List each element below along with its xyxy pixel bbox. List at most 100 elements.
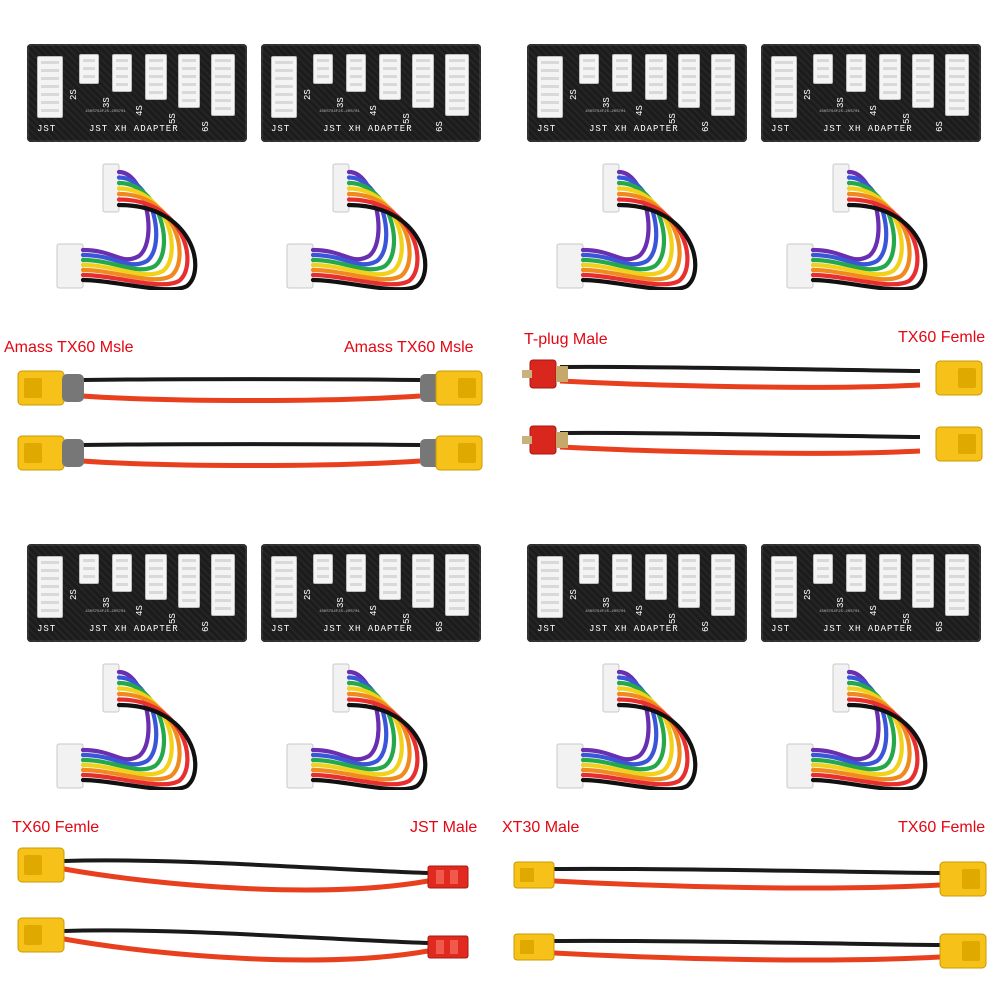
balance-plug-bottom: [56, 743, 84, 789]
cell-count-label: 5S: [668, 613, 678, 624]
balance-plug-top: [602, 663, 620, 713]
balance-socket-5s: [178, 54, 200, 108]
board-adapter-label: JST XH ADAPTER: [589, 624, 679, 634]
cell-count-label: 6S: [935, 121, 945, 132]
cell-count-label: 3S: [836, 97, 846, 108]
cell-count-label: 5S: [168, 113, 178, 124]
board-brand-label: JST: [37, 124, 57, 134]
board-texture: [761, 44, 981, 142]
balance-plug-top: [832, 663, 850, 713]
balance-plug-bottom: [56, 243, 84, 289]
xt60-male-left: [17, 370, 65, 406]
balance-socket-2s: [813, 554, 833, 584]
balance-socket-6s: [211, 554, 235, 616]
balance-socket-2s: [579, 554, 599, 584]
xt30-male: [513, 861, 555, 889]
balance-socket-3s: [612, 554, 632, 592]
t-plug-male: [522, 425, 568, 455]
wire-pair: [63, 858, 429, 893]
balance-cable: [56, 163, 198, 290]
cell-count-label: 3S: [102, 97, 112, 108]
balance-plug-top: [102, 163, 120, 213]
wire-pair: [81, 442, 421, 468]
balance-wire: [810, 202, 928, 290]
board-serial: 1S0S7S4F25-20S701: [85, 610, 126, 614]
balance-socket-4s: [645, 554, 667, 600]
balance-plug-bottom: [786, 743, 814, 789]
balance-socket-4s: [145, 54, 167, 100]
board-adapter-label: JST XH ADAPTER: [589, 124, 679, 134]
cell-count-label: 2S: [569, 89, 579, 100]
cell-count-label: 2S: [803, 589, 813, 600]
jst-socket: [771, 556, 797, 618]
cell-count-label: 3S: [836, 597, 846, 608]
balance-plug-top: [102, 663, 120, 713]
cell-count-label: 2S: [569, 589, 579, 600]
grey-boot: [62, 439, 84, 467]
left-connector-label: T-plug Male: [524, 331, 608, 348]
balance-socket-6s: [945, 54, 969, 116]
cell-count-label: 3S: [602, 97, 612, 108]
balance-socket-2s: [79, 554, 99, 584]
balance-plug-top: [332, 163, 350, 213]
cell-count-label: 4S: [869, 605, 879, 616]
balance-plug-bottom: [286, 243, 314, 289]
wire-pair: [559, 364, 921, 390]
jst-socket: [271, 556, 297, 618]
xt60-female: [935, 426, 983, 462]
balance-cable: [286, 163, 428, 290]
balance-wire: [310, 202, 428, 290]
cell-count-label: 3S: [102, 597, 112, 608]
cell-count-label: 6S: [435, 121, 445, 132]
cell-count-label: 5S: [668, 113, 678, 124]
xt60-male-right: [435, 435, 483, 471]
balance-socket-3s: [112, 54, 132, 92]
cell-count-label: 3S: [602, 597, 612, 608]
balance-socket-3s: [346, 554, 366, 592]
balance-socket-2s: [313, 54, 333, 84]
balance-socket-4s: [379, 554, 401, 600]
cell-count-label: 6S: [201, 621, 211, 632]
board-serial: 1S0S7S4F25-20S701: [819, 610, 860, 614]
board-texture: [27, 44, 247, 142]
balance-socket-6s: [445, 54, 469, 116]
balance-plug-bottom: [786, 243, 814, 289]
jst-male: [427, 935, 469, 959]
right-connector-label: TX60 Femle: [898, 819, 986, 836]
balance-wire: [310, 702, 428, 790]
balance-plug-top: [602, 163, 620, 213]
board-adapter-label: JST XH ADAPTER: [323, 124, 413, 134]
board-brand-label: JST: [771, 124, 791, 134]
balance-socket-6s: [945, 554, 969, 616]
balance-wire: [810, 702, 928, 790]
left-connector-label: XT30 Male: [502, 819, 580, 836]
board-brand-label: JST: [271, 124, 291, 134]
balance-socket-5s: [912, 54, 934, 108]
cell-count-label: 4S: [135, 605, 145, 616]
lead-cable: [522, 359, 983, 462]
board-adapter-label: JST XH ADAPTER: [823, 624, 913, 634]
xt60-female: [935, 360, 983, 396]
cell-count-label: 4S: [369, 605, 379, 616]
lead-cable: [17, 370, 483, 471]
cell-count-label: 2S: [69, 89, 79, 100]
balance-plug-bottom: [286, 743, 314, 789]
jst-socket: [537, 56, 563, 118]
balance-socket-4s: [645, 54, 667, 100]
lead-cable: [17, 847, 469, 963]
board-serial: 1S0S7S4F25-20S701: [85, 110, 126, 114]
balance-socket-4s: [145, 554, 167, 600]
cell-count-label: 2S: [303, 89, 313, 100]
cell-count-label: 4S: [135, 105, 145, 116]
lead-cable: [513, 861, 987, 969]
left-connector-label: Amass TX60 Msle: [4, 339, 134, 356]
balance-wire: [580, 202, 698, 290]
